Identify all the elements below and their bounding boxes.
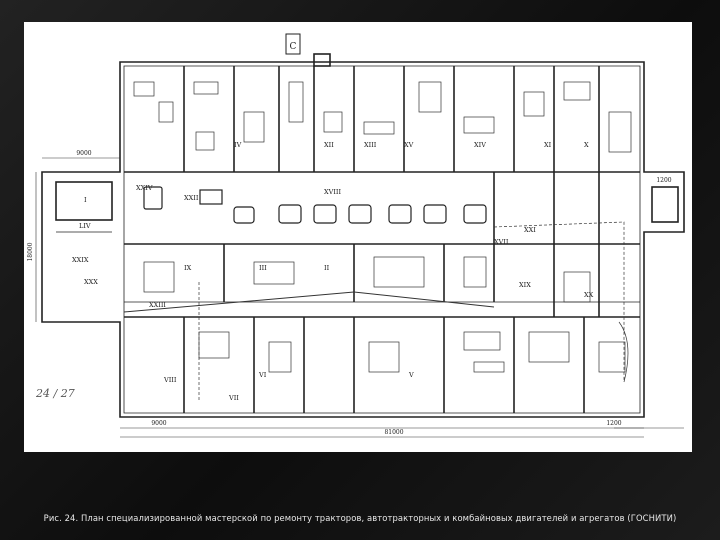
room-label: XV	[404, 141, 414, 149]
room-label: III	[259, 264, 267, 272]
floor-plan-drawing: С 9000 18000 1200 9000 81000 1200 24 / 2…	[27, 33, 685, 438]
dim-bottom-total: 81000	[384, 429, 403, 436]
room-label: XXIX	[72, 256, 89, 264]
room-label: XXII	[184, 194, 199, 202]
floor-plan-sheet: С 9000 18000 1200 9000 81000 1200 24 / 2…	[24, 22, 692, 452]
room-label: IV	[234, 141, 242, 149]
room-label: XXI	[524, 226, 536, 234]
room-label: X	[584, 141, 589, 149]
room-label: XXIII	[149, 301, 166, 309]
room-label: II	[324, 264, 330, 272]
room-label: XIII	[364, 141, 377, 149]
room-label: XXX	[84, 278, 98, 286]
north-mark: С	[290, 42, 297, 52]
room-label: XVIII	[324, 188, 341, 196]
room-label: VII	[228, 394, 239, 402]
dim-right-top: 1200	[656, 177, 671, 184]
room-label: XIX	[519, 281, 531, 289]
room-label: VI	[258, 371, 267, 379]
room-label: XII	[324, 141, 334, 149]
room-label: XI	[544, 141, 552, 149]
room-label: XXIV	[136, 184, 153, 192]
room-label: XVII	[494, 238, 509, 246]
room-label: IX	[184, 264, 192, 272]
room-label: XIV	[474, 141, 486, 149]
room-label: V	[408, 371, 414, 379]
margin-note: 24 / 27	[35, 387, 75, 400]
room-label: XX	[584, 291, 594, 299]
dim-bottom-right: 1200	[606, 420, 621, 427]
building-outline	[41, 61, 685, 418]
room-label: LIV	[79, 222, 91, 230]
dim-bottom-left: 9000	[151, 420, 166, 427]
room-label: VIII	[163, 376, 177, 384]
figure-caption: Рис. 24. План специализированной мастерс…	[43, 513, 677, 523]
room-label: I	[84, 196, 87, 204]
dim-top-left: 9000	[76, 150, 91, 157]
inner-wall	[123, 65, 641, 414]
dim-left-vertical: 18000	[27, 242, 34, 261]
